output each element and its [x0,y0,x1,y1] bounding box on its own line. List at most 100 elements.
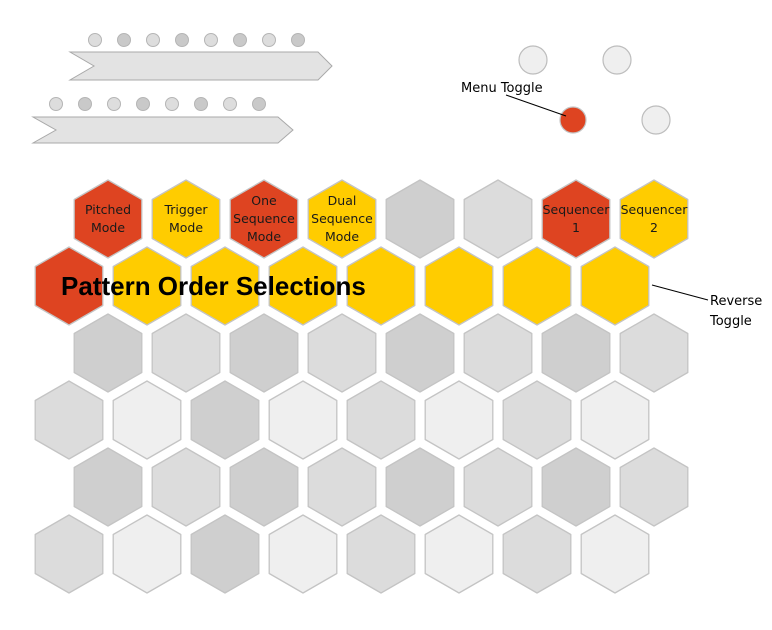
grid-hex-r4-c3[interactable] [190,514,260,594]
grid-hex-r4-c2-shape[interactable] [112,514,182,594]
grid-hex-r2-c2-shape[interactable] [112,380,182,460]
pattern-hex-8[interactable] [580,246,650,326]
grid-hex-r2-c7-shape[interactable] [502,380,572,460]
pattern-hex-4[interactable] [268,246,338,326]
grid-hex-r1-c6-shape[interactable] [463,313,533,393]
grid-hex-r4-c6-shape[interactable] [424,514,494,594]
mode-hex-4-shape[interactable] [307,179,377,259]
grid-hex-r1-c5[interactable] [385,313,455,393]
grid-hex-r1-c1[interactable] [73,313,143,393]
grid-hex-r4-c8[interactable] [580,514,650,594]
slider-2-track[interactable] [31,116,294,144]
menu-toggle-button[interactable] [559,106,587,134]
grid-hex-r1-c7[interactable] [541,313,611,393]
grid-hex-r1-c5-shape[interactable] [385,313,455,393]
slider-1-dot[interactable] [204,33,218,47]
grid-hex-r1-c4[interactable] [307,313,377,393]
slider-1-dot[interactable] [291,33,305,47]
grid-hex-r3-c7[interactable] [541,447,611,527]
grid-hex-r2-c2[interactable] [112,380,182,460]
grid-hex-r2-c8[interactable] [580,380,650,460]
slider-1-dot[interactable] [262,33,276,47]
grid-hex-r2-c3[interactable] [190,380,260,460]
grid-hex-r2-c1-shape[interactable] [34,380,104,460]
mode-hex-6-shape[interactable] [463,179,533,259]
grid-hex-r3-c8[interactable] [619,447,689,527]
grid-hex-r4-c5-shape[interactable] [346,514,416,594]
grid-hex-r4-c7-shape[interactable] [502,514,572,594]
mode-hex-7-shape[interactable] [541,179,611,259]
grid-hex-r2-c6[interactable] [424,380,494,460]
pattern-hex-6-shape[interactable] [424,246,494,326]
pattern-hex-7[interactable] [502,246,572,326]
grid-hex-r1-c8-shape[interactable] [619,313,689,393]
grid-hex-r1-c7-shape[interactable] [541,313,611,393]
grid-hex-r3-c7-shape[interactable] [541,447,611,527]
pattern-hex-7-shape[interactable] [502,246,572,326]
grid-hex-r3-c2-shape[interactable] [151,447,221,527]
grid-hex-r2-c5[interactable] [346,380,416,460]
grid-hex-r3-c2[interactable] [151,447,221,527]
grid-hex-r4-c3-shape[interactable] [190,514,260,594]
grid-hex-r3-c3-shape[interactable] [229,447,299,527]
slider-1[interactable] [68,33,333,81]
pattern-hex-5-shape[interactable] [346,246,416,326]
grid-hex-r1-c3[interactable] [229,313,299,393]
grid-hex-r1-c6[interactable] [463,313,533,393]
grid-hex-r1-c8[interactable] [619,313,689,393]
round-button-top-left[interactable] [518,45,548,75]
slider-2-dot[interactable] [194,97,208,111]
grid-hex-r2-c1[interactable] [34,380,104,460]
grid-hex-r3-c4[interactable] [307,447,377,527]
slider-2[interactable] [31,97,294,144]
mode-hex-3-shape[interactable] [229,179,299,259]
grid-hex-r4-c1[interactable] [34,514,104,594]
slider-1-dot[interactable] [88,33,102,47]
grid-hex-r4-c1-shape[interactable] [34,514,104,594]
grid-hex-r1-c3-shape[interactable] [229,313,299,393]
pattern-hex-6[interactable] [424,246,494,326]
grid-hex-r4-c5[interactable] [346,514,416,594]
grid-hex-r4-c4[interactable] [268,514,338,594]
grid-hex-r3-c5-shape[interactable] [385,447,455,527]
grid-hex-r3-c1-shape[interactable] [73,447,143,527]
pattern-hex-5[interactable] [346,246,416,326]
grid-hex-r1-c4-shape[interactable] [307,313,377,393]
mode-hex-8-shape[interactable] [619,179,689,259]
grid-hex-r2-c4[interactable] [268,380,338,460]
grid-hex-r1-c1-shape[interactable] [73,313,143,393]
grid-hex-r4-c6[interactable] [424,514,494,594]
grid-hex-r3-c8-shape[interactable] [619,447,689,527]
grid-hex-r2-c4-shape[interactable] [268,380,338,460]
grid-hex-r4-c7[interactable] [502,514,572,594]
grid-hex-r3-c6-shape[interactable] [463,447,533,527]
mode-hex-5-shape[interactable] [385,179,455,259]
slider-1-dot[interactable] [117,33,131,47]
grid-hex-r4-c8-shape[interactable] [580,514,650,594]
grid-hex-r2-c5-shape[interactable] [346,380,416,460]
mode-hex-1-shape[interactable] [73,179,143,259]
grid-hex-r1-c2[interactable] [151,313,221,393]
grid-hex-r3-c6[interactable] [463,447,533,527]
grid-hex-r2-c8-shape[interactable] [580,380,650,460]
slider-2-dot[interactable] [136,97,150,111]
slider-1-track[interactable] [68,51,333,81]
pattern-hex-8-shape[interactable] [580,246,650,326]
grid-hex-r3-c3[interactable] [229,447,299,527]
grid-hex-r2-c7[interactable] [502,380,572,460]
mode-hex-5[interactable] [385,179,455,259]
slider-2-dot[interactable] [78,97,92,111]
grid-hex-r2-c6-shape[interactable] [424,380,494,460]
slider-1-dot[interactable] [146,33,160,47]
grid-hex-r3-c1[interactable] [73,447,143,527]
pattern-hex-1-shape[interactable] [34,246,104,326]
slider-1-dot[interactable] [175,33,189,47]
slider-2-dot[interactable] [107,97,121,111]
pattern-hex-1[interactable] [34,246,104,326]
slider-2-dot[interactable] [49,97,63,111]
